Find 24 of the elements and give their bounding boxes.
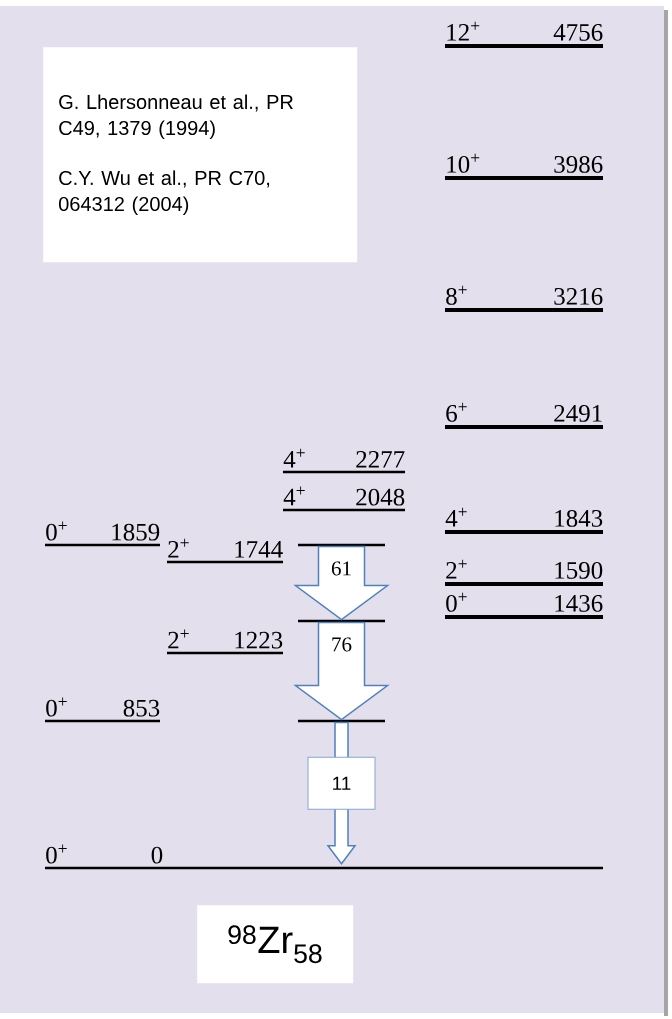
energy-level: 12$^{+}$ 4756 (445, 21, 603, 48)
level-line (298, 719, 385, 723)
energy-level: 0$^{+}$ 853 (45, 697, 160, 723)
energy-level: 6$^{+}$ 2491 (445, 402, 603, 429)
energy-level: 10$^{+}$ 3986 (445, 153, 603, 180)
reference-box: G. Lhersonneau et al., PR C49, 1379 (1994) C.Y. Wu et al., PR C70, 064312 (2004) (43, 47, 358, 263)
nucleus-label-box: $^{98}$Zr$_{58}$ (197, 905, 354, 984)
intensity-label: 11 (307, 756, 376, 810)
level-line (298, 619, 385, 623)
energy-level: 4$^{+}$ 2048 (283, 486, 405, 512)
level-line (298, 543, 385, 547)
energy-level: 4$^{+}$ 1843 (445, 507, 603, 534)
energy-level: 0$^{+}$ 1436 (445, 592, 603, 619)
energy-level: 2$^{+}$ 1744 (167, 538, 283, 564)
energy-level: 2$^{+}$ 1590 (445, 559, 603, 586)
intensity-label: 76 (330, 636, 353, 653)
energy-level: 2$^{+}$ 1223 (167, 629, 283, 655)
energy-level: 4$^{+}$ 2277 (283, 448, 405, 474)
energy-level: 0$^{+}$ 1859 (45, 521, 160, 547)
transition-arrow (293, 545, 390, 621)
transition-arrow (293, 621, 390, 721)
energy-level: 0$^{+}$ 0 (45, 844, 603, 870)
energy-level: 8$^{+}$ 3216 (445, 285, 603, 312)
intensity-label: 61 (330, 560, 353, 577)
